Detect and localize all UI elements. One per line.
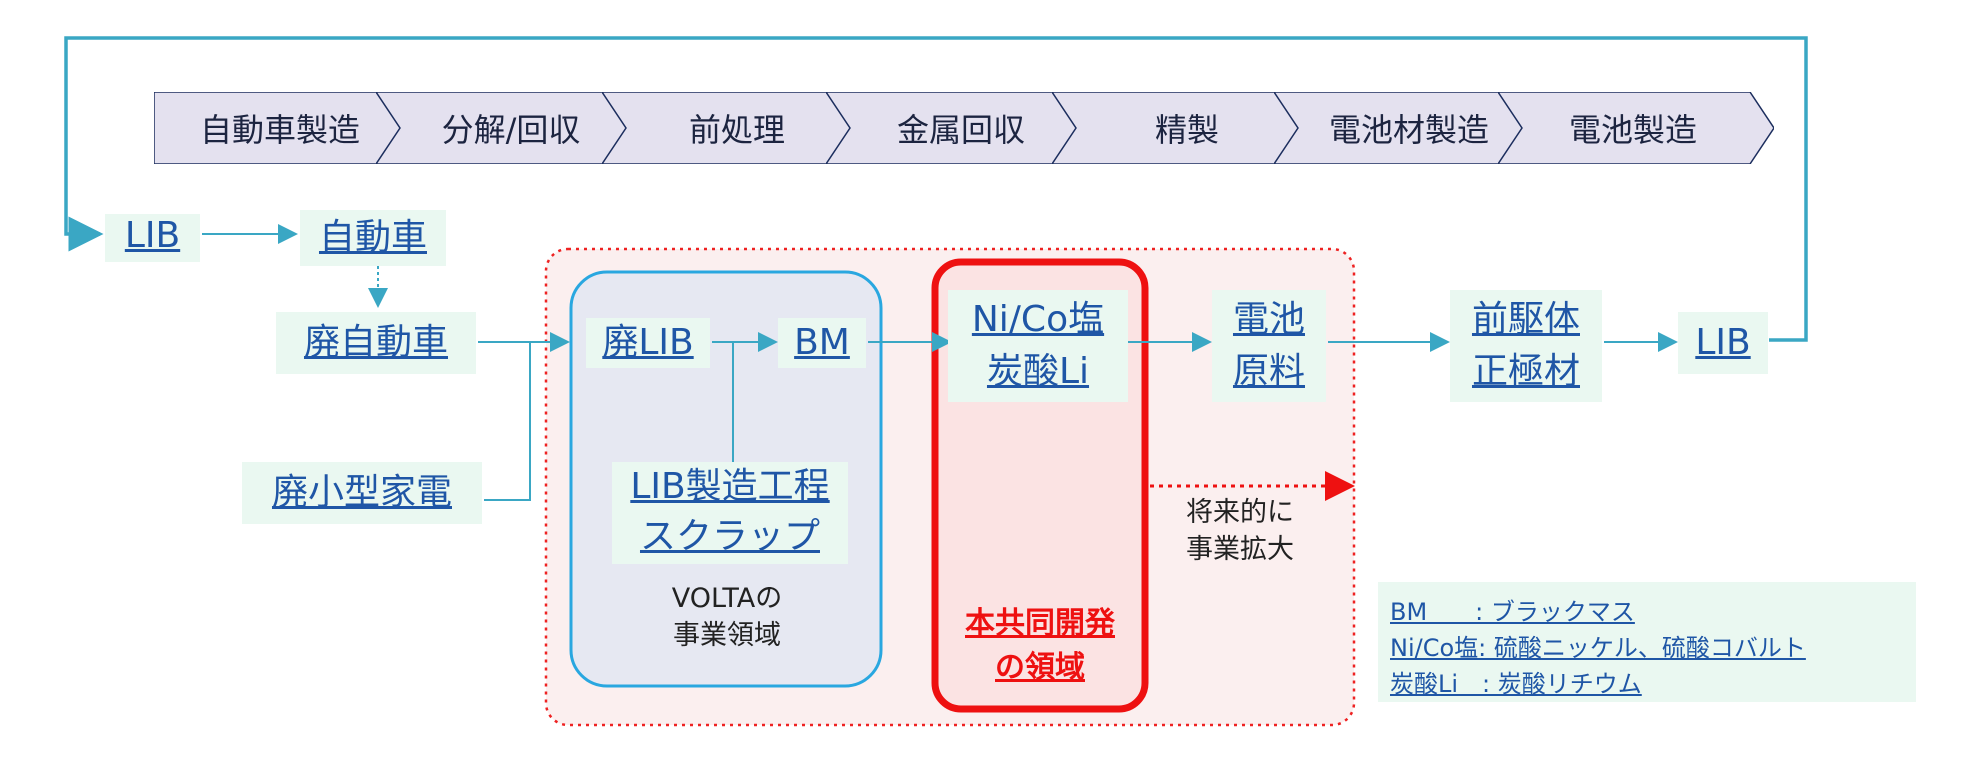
chevron-battery-material-manufacturing: 電池材製造 [1274, 92, 1550, 164]
chevron-refining: 精製 [1052, 92, 1328, 164]
chevron-battery-manufacturing: 電池製造 [1498, 92, 1774, 164]
legend-box: BM : ブラックマス Ni/Co塩: 硫酸ニッケル、硫酸コバルト 炭酸Li :… [1378, 582, 1916, 702]
lib-scrap-node: LIB製造工程 スクラップ [612, 462, 848, 564]
chevron-car-manufacturing: 自動車製造 [154, 92, 430, 164]
waste-automobile-node: 廃自動車 [276, 312, 476, 374]
nico-salt-node: Ni/Co塩 炭酸Li [948, 290, 1128, 402]
feedback-loop-line [64, 36, 1808, 342]
lib-scrap-line1: LIB製造工程 [630, 466, 830, 507]
nico-line2: 炭酸Li [986, 351, 1090, 392]
lib-node-right: LIB [1678, 312, 1768, 374]
precursor-cathode-node: 前駆体 正極材 [1450, 290, 1602, 402]
chevron-pretreatment: 前処理 [602, 92, 878, 164]
chevron-label: 電池材製造 [1328, 111, 1489, 149]
bm-node: BM [778, 318, 866, 368]
chevron-disassembly-collection: 分解/回収 [376, 92, 652, 164]
legend-li-carbonate: 炭酸Li : 炭酸リチウム [1390, 670, 1642, 698]
waste-small-appliances-node: 廃小型家電 [242, 462, 482, 524]
joint-label-line1: 本共同開発 [965, 606, 1115, 641]
precursor-line1: 前駆体 [1471, 299, 1580, 340]
chevron-label: 分解/回収 [441, 111, 581, 149]
waste-lib-node: 廃LIB [586, 318, 710, 368]
battery-material-line2: 原料 [1232, 351, 1305, 392]
battery-material-node: 電池 原料 [1212, 290, 1326, 402]
chevron-label: 自動車製造 [199, 111, 360, 149]
future-label-line1: 将来的に [1186, 497, 1294, 528]
legend-bm: BM : ブラックマス [1390, 598, 1635, 626]
precursor-line2: 正極材 [1471, 351, 1580, 392]
line-appliances-merge [484, 342, 531, 501]
chevron-label: 金属回収 [896, 111, 1025, 149]
joint-label-line2: の領域 [995, 650, 1085, 685]
future-expansion-label: 将来的に 事業拡大 [1160, 494, 1320, 568]
chevron-label: 電池製造 [1568, 111, 1697, 149]
volta-zone-label: VOLTAの 事業領域 [620, 580, 834, 654]
chevron-label: 前処理 [688, 111, 785, 149]
volta-label-line1: VOLTAの [671, 583, 783, 614]
legend-nico: Ni/Co塩: 硫酸ニッケル、硫酸コバルト [1390, 634, 1806, 662]
volta-label-line2: 事業領域 [673, 620, 781, 651]
joint-development-label: 本共同開発 の領域 [940, 602, 1140, 690]
future-label-line2: 事業拡大 [1186, 534, 1294, 565]
nico-line1: Ni/Co塩 [971, 299, 1105, 340]
lib-node-top: LIB [105, 214, 200, 262]
battery-material-line1: 電池 [1232, 299, 1305, 340]
chevron-label: 精製 [1154, 111, 1219, 149]
automobile-node: 自動車 [300, 210, 446, 266]
lib-scrap-line2: スクラップ [639, 516, 820, 557]
chevron-metal-recovery: 金属回収 [826, 92, 1102, 164]
